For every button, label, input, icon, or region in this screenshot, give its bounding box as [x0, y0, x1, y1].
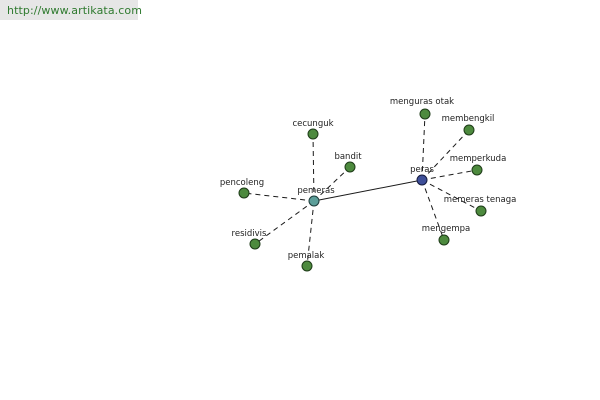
node-mengempa[interactable] [438, 234, 450, 246]
label-menguras-otak: menguras otak [390, 97, 454, 107]
node-cecunguk[interactable] [307, 128, 319, 140]
node-bandit[interactable] [344, 161, 356, 173]
label-residivis: residivis [232, 229, 267, 239]
node-memeras-tenaga[interactable] [475, 205, 487, 217]
label-pencoleng: pencoleng [220, 178, 264, 188]
label-mengempa: mengempa [422, 224, 470, 234]
node-peras[interactable] [416, 174, 428, 186]
label-pemeras: pemeras [297, 186, 335, 196]
edges [243, 113, 482, 267]
labels: cecunguk bandit pencoleng residivis pemalak m… [220, 97, 516, 261]
node-pemeras[interactable] [308, 195, 320, 207]
node-menguras-otak[interactable] [419, 108, 431, 120]
node-pencoleng[interactable] [238, 187, 250, 199]
label-bandit: bandit [334, 152, 362, 162]
edge-peras-mengempa [421, 179, 445, 241]
edge-peras-memeras-tenaga [421, 179, 482, 212]
label-peras: peras [410, 165, 434, 175]
node-membengkil[interactable] [463, 124, 475, 136]
watermark: http://www.artikata.com [0, 0, 142, 20]
node-pemalak[interactable] [301, 260, 313, 272]
edge-peras-memperkuda [421, 169, 478, 181]
watermark-url: http://www.artikata.com [7, 4, 143, 17]
edge-pemeras-cecunguk [312, 133, 315, 202]
label-cecunguk: cecunguk [292, 119, 333, 129]
edge-pemeras-pencoleng [243, 192, 315, 202]
nodes [238, 108, 487, 272]
edge-peras-menguras-otak [421, 113, 426, 181]
label-pemalak: pemalak [288, 251, 325, 261]
label-memeras-tenaga: memeras tenaga [444, 195, 517, 205]
edge-pemeras-residivis [254, 200, 315, 245]
node-residivis[interactable] [249, 238, 261, 250]
edge-pemeras-pemalak [306, 200, 315, 267]
label-memperkuda: memperkuda [450, 154, 507, 164]
node-memperkuda[interactable] [471, 164, 483, 176]
edge-pemeras-peras [313, 179, 423, 202]
label-membengkil: membengkil [442, 114, 495, 124]
edge-peras-membengkil [421, 129, 470, 181]
